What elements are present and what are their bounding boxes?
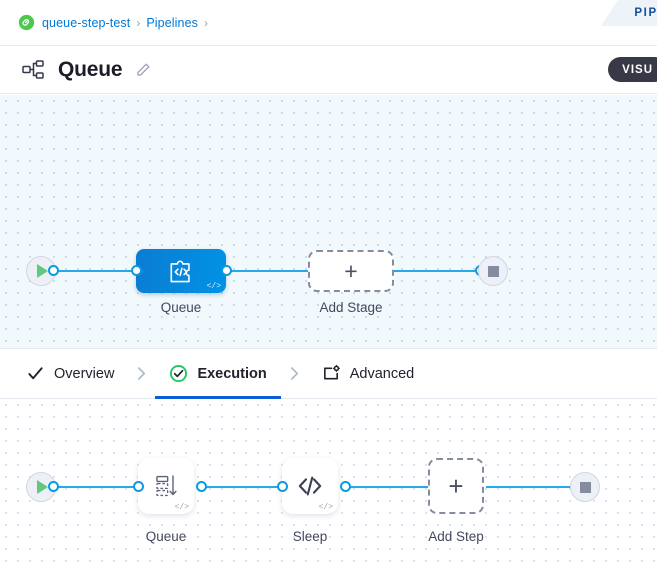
port-start-out[interactable] — [48, 265, 59, 276]
pencil-icon[interactable] — [135, 62, 151, 78]
add-stage-node[interactable]: + — [308, 250, 394, 292]
code-brackets-icon — [298, 476, 322, 496]
execution-canvas[interactable]: </> Queue </> Sleep + Add Step — [0, 399, 657, 571]
add-stage-label: Add Stage — [319, 300, 383, 315]
breadcrumb-separator-icon-2: › — [204, 15, 208, 30]
breadcrumb-link-pipelines[interactable]: Pipelines — [146, 15, 198, 30]
exec-port-start-out[interactable] — [48, 481, 59, 492]
visual-toggle-button[interactable]: VISU — [608, 57, 657, 82]
pipeline-nodes-icon — [22, 59, 46, 80]
stop-icon — [579, 481, 591, 493]
port-queue-in[interactable] — [131, 265, 142, 276]
exec-end-stop-node[interactable] — [570, 472, 600, 502]
tab-execution[interactable]: Execution — [155, 348, 282, 399]
exec-port-queue-in[interactable] — [133, 481, 144, 492]
edge-sleep-to-addstep — [344, 486, 428, 488]
edge-start-to-queue — [52, 270, 138, 272]
breadcrumb-link-project[interactable]: queue-step-test — [42, 15, 131, 30]
tab-advanced-label: Advanced — [349, 365, 415, 382]
play-icon — [37, 264, 48, 278]
tab-separator-chevron-icon-2 — [289, 366, 300, 381]
step-queue-code-badge: </> — [174, 503, 189, 512]
step-node-queue-label: Queue — [145, 529, 187, 544]
step-node-sleep-label: Sleep — [292, 529, 328, 544]
end-stop-node[interactable] — [478, 256, 508, 286]
check-circle-icon — [169, 364, 188, 383]
tab-execution-label: Execution — [197, 365, 267, 382]
tab-overview-label: Overview — [54, 365, 115, 382]
add-step-node[interactable]: + — [428, 458, 484, 514]
queue-stack-icon — [156, 475, 177, 497]
stage-node-queue-label: Queue — [160, 300, 202, 315]
page-header: Queue VISU — [0, 46, 657, 94]
play-icon — [37, 480, 48, 494]
step-node-sleep[interactable]: </> — [282, 458, 338, 514]
step-sleep-code-badge: </> — [318, 503, 333, 512]
stop-icon — [487, 265, 499, 277]
stage-config-tabs: Overview Execution — [0, 348, 657, 399]
breadcrumb: queue-step-test › Pipelines › — [0, 0, 657, 46]
tab-advanced[interactable]: Advanced — [318, 348, 419, 399]
exec-port-sleep-in[interactable] — [277, 481, 288, 492]
edge-addstage-to-end — [392, 270, 482, 272]
add-stage-plus-icon: + — [344, 257, 358, 284]
stage-code-badge: </> — [206, 282, 221, 291]
advanced-gear-icon — [322, 364, 341, 383]
port-queue-out[interactable] — [221, 265, 232, 276]
stage-node-queue[interactable]: </> — [136, 249, 226, 293]
project-circle-icon — [18, 14, 35, 31]
check-icon — [26, 364, 45, 383]
exec-port-queue-out[interactable] — [196, 481, 207, 492]
side-tab-label: PIPE — [634, 7, 657, 19]
edge-addstep-to-end — [486, 486, 576, 488]
visual-toggle-label: VISU — [622, 63, 653, 76]
pipeline-canvas[interactable]: </> Queue + Add Stage — [0, 95, 657, 348]
add-step-label: Add Step — [428, 529, 484, 544]
tab-overview[interactable]: Overview — [22, 348, 118, 399]
stage-puzzle-code-icon — [170, 260, 190, 283]
edge-step-queue-to-sleep — [200, 486, 283, 488]
add-step-plus-icon: + — [448, 470, 464, 501]
edge-queue-to-addstage — [225, 270, 310, 272]
tab-separator-chevron-icon — [136, 366, 147, 381]
edge-start-to-step-queue — [52, 486, 138, 488]
breadcrumb-separator-icon: › — [136, 15, 141, 30]
step-node-queue[interactable]: </> — [138, 458, 194, 514]
page-title: Queue — [58, 57, 123, 81]
exec-port-sleep-out[interactable] — [340, 481, 351, 492]
